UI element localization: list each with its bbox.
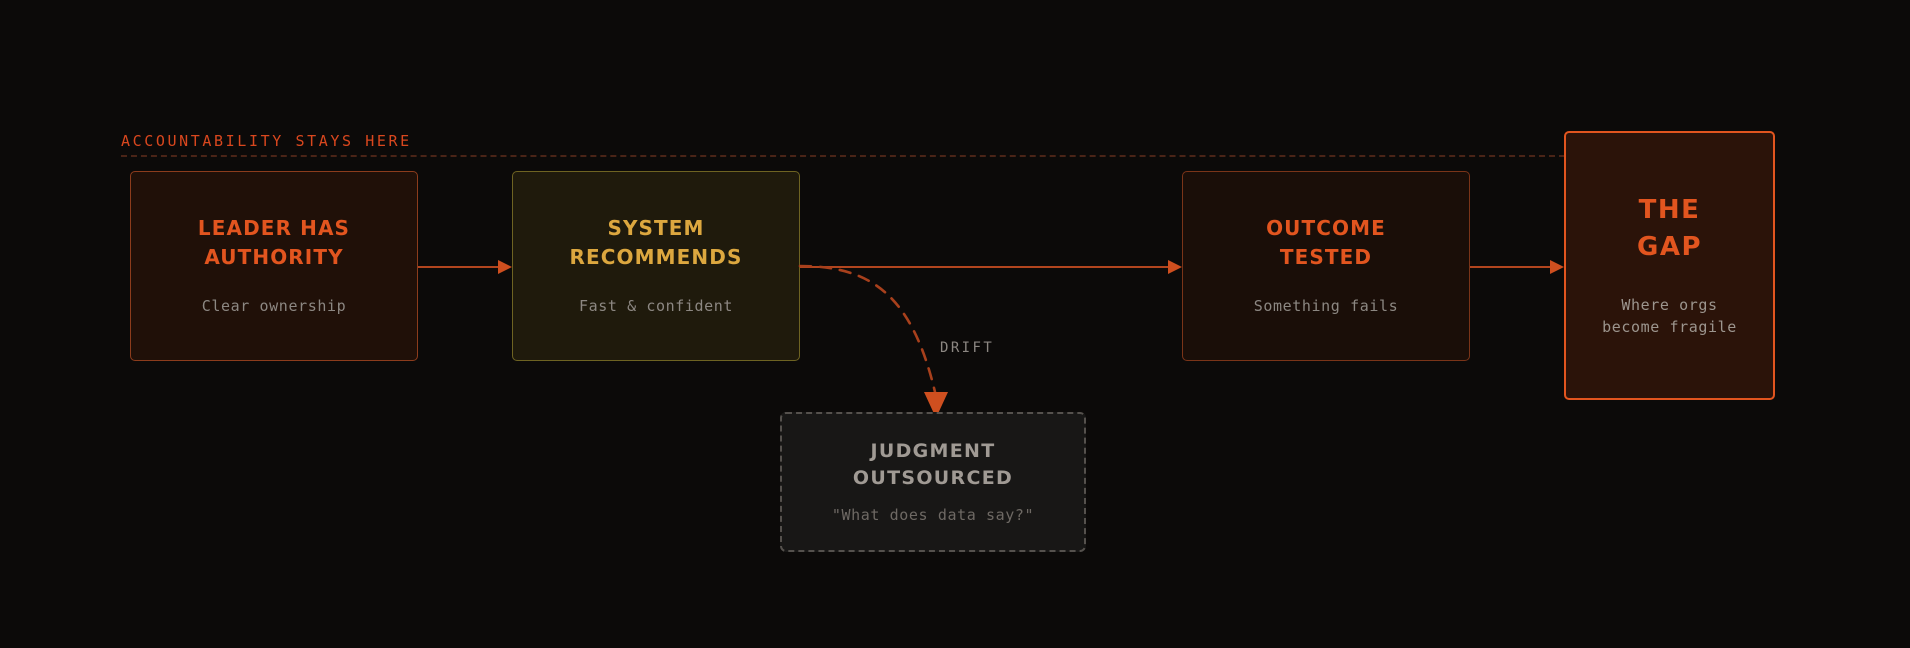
node-outcome-title-line2: TESTED	[1279, 244, 1373, 269]
node-gap-title-line2: GAP	[1636, 232, 1703, 262]
node-outcome-title: OUTCOME TESTED	[1266, 214, 1386, 271]
node-leader-title-line2: AUTHORITY	[204, 244, 344, 269]
arrow-head-icon	[498, 260, 512, 274]
drift-label: DRIFT	[940, 340, 995, 356]
node-gap-title: THE GAP	[1637, 192, 1702, 266]
node-system-title: SYSTEM RECOMMENDS	[570, 214, 743, 271]
node-gap-subtitle-line1: Where orgs	[1621, 295, 1718, 314]
arrow-shaft	[800, 266, 1168, 268]
node-judgment-title: JUDGMENT OUTSOURCED	[853, 438, 1013, 492]
node-system-recommends[interactable]: SYSTEM RECOMMENDS Fast & confident	[512, 171, 800, 361]
node-gap-title-line1: THE	[1638, 195, 1701, 226]
node-judgment-subtitle: "What does data say?"	[831, 505, 1035, 524]
node-system-subtitle: Fast & confident	[578, 297, 734, 316]
arrow-head-icon	[1168, 260, 1182, 274]
node-leader-subtitle: Clear ownership	[201, 297, 347, 316]
arrow-shaft	[418, 266, 498, 268]
drift-curve-path	[798, 264, 937, 394]
node-judgment-outsourced[interactable]: JUDGMENT OUTSOURCED "What does data say?…	[780, 412, 1086, 552]
node-outcome-subtitle: Something fails	[1253, 297, 1399, 316]
node-gap-subtitle: Where orgs become fragile	[1602, 294, 1737, 339]
node-system-title-line2: RECOMMENDS	[569, 244, 743, 269]
node-leader-has-authority[interactable]: LEADER HAS AUTHORITY Clear ownership	[130, 171, 418, 361]
arrow-shaft	[1470, 266, 1550, 268]
node-leader-title: LEADER HAS AUTHORITY	[198, 214, 350, 271]
node-outcome-tested[interactable]: OUTCOME TESTED Something fails	[1182, 171, 1470, 361]
node-outcome-title-line1: OUTCOME	[1266, 216, 1386, 241]
node-judgment-title-line1: JUDGMENT	[870, 439, 996, 462]
node-gap-subtitle-line2: become fragile	[1602, 318, 1737, 337]
accountability-band-label: ACCOUNTABILITY STAYS HERE	[121, 132, 412, 150]
arrow-head-icon	[1550, 260, 1564, 274]
node-system-title-line1: SYSTEM	[607, 216, 705, 241]
node-judgment-title-line2: OUTSOURCED	[852, 466, 1014, 489]
node-the-gap[interactable]: THE GAP Where orgs become fragile	[1564, 131, 1775, 400]
accountability-band-dashed-line	[121, 155, 1565, 157]
drift-curved-arrow	[798, 264, 948, 418]
node-leader-title-line1: LEADER HAS	[197, 216, 351, 241]
drift-arrow-head-icon	[924, 392, 948, 418]
